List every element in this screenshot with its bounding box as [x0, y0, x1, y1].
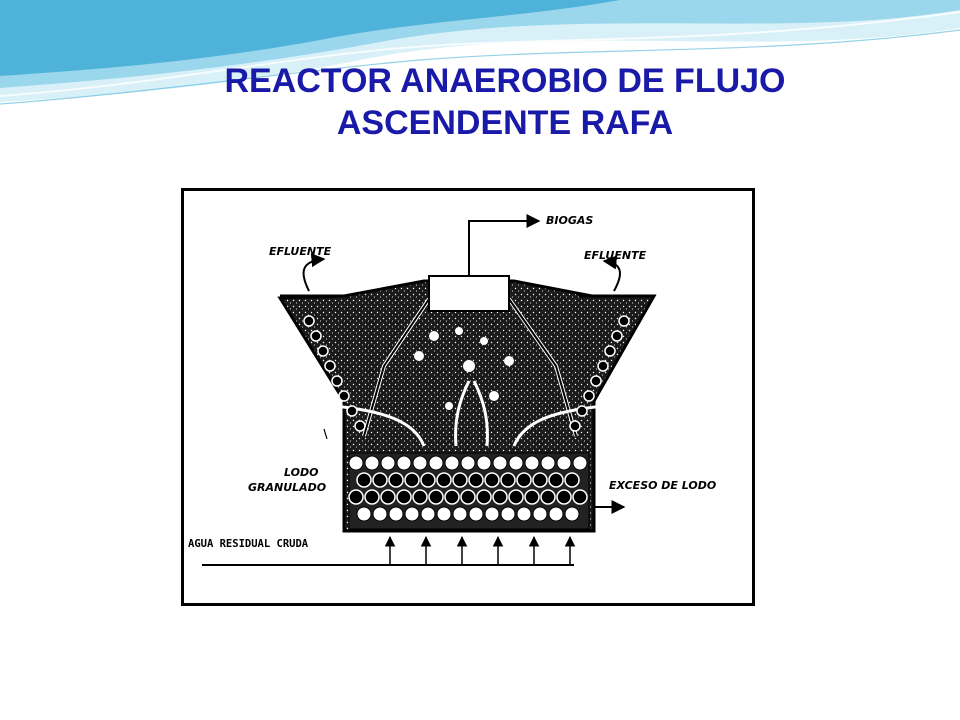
effluent-left-label: EFLUENTE [269, 245, 332, 258]
effluent-right-label: EFLUENTE [584, 249, 647, 262]
biogas-pipe: BIOGAS [468, 214, 593, 276]
biogas-label: BIOGAS [546, 214, 593, 227]
settler-bubbles-right [569, 315, 630, 432]
gas-bubbles [414, 327, 514, 410]
raw-wastewater-label: AGUA RESIDUAL CRUDA [188, 538, 309, 550]
effluent-outlets: EFLUENTE EFLUENTE [269, 245, 647, 292]
sludge-label-group: LODO GRANULADO [248, 466, 326, 494]
header-wave-decoration [0, 0, 960, 105]
gas-collector-hood [333, 275, 605, 447]
excess-sludge-outlet: EXCESO DE LODO [594, 479, 716, 514]
settler-bubbles-left [303, 315, 366, 432]
sludge-label-line-1: LODO [284, 466, 318, 479]
reactor-diagram-frame: BIOGAS EFLUENTE EFLUENTE [181, 188, 755, 606]
scan-mark [323, 428, 328, 440]
granular-sludge-bed [348, 455, 588, 522]
slide-title: REACTOR ANAEROBIO DE FLUJO ASCENDENTE RA… [0, 60, 960, 144]
title-line-1: REACTOR ANAEROBIO DE FLUJO [224, 62, 786, 100]
sludge-label-line-2: GRANULADO [248, 481, 326, 494]
reactor-diagram: BIOGAS EFLUENTE EFLUENTE [188, 214, 716, 566]
inlet-distribution: AGUA RESIDUAL CRUDA [188, 535, 576, 566]
excess-sludge-label: EXCESO DE LODO [609, 479, 716, 492]
wave-front [0, 0, 620, 76]
title-line-2: ASCENDENTE RAFA [336, 104, 674, 142]
